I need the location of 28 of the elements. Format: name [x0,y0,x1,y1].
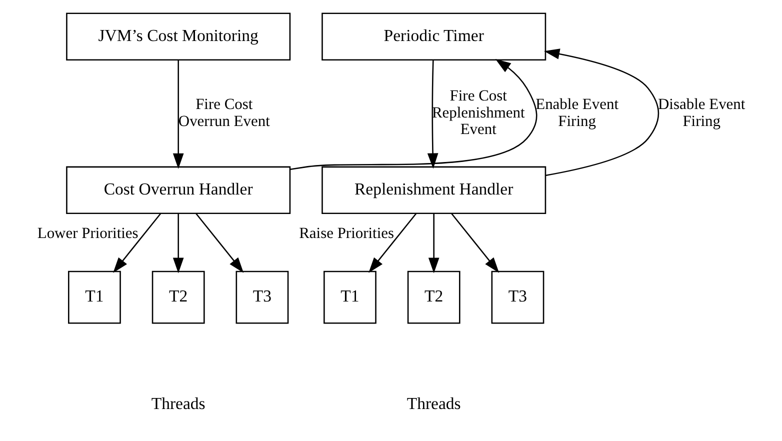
edge-label: Disable Event Firing [658,96,745,130]
node-box: T3 [490,270,544,324]
arrow [112,213,161,273]
edge-label: Raise Priorities [298,224,394,242]
arrow [426,60,438,169]
arrow [428,214,439,274]
arrow [172,60,184,169]
arrow [368,213,416,273]
arrow [195,213,244,273]
arrow [172,214,184,274]
label: Threads [406,394,460,413]
node-box: Periodic Timer [321,12,546,60]
node-box: Replenishment Handler [321,166,546,214]
node-box: T2 [151,270,204,324]
node-box: T1 [68,270,120,324]
edge-label: Enable Event Firing [535,96,618,130]
node-box: T3 [235,270,288,324]
node-box: T1 [323,270,376,324]
edge-label: Fire Cost Overrun Event [178,96,270,130]
node-box: JVM’s Cost Monitoring [66,12,290,60]
label: Threads [150,394,205,413]
edge-label: Lower Priorities [36,224,138,242]
arrow [544,48,659,176]
arrow [290,58,537,170]
node-box: T2 [406,270,460,324]
edge-label: Fire Cost Replenishment Event [431,88,524,138]
node-box: Cost Overrun Handler [66,166,290,214]
arrow [450,213,499,273]
